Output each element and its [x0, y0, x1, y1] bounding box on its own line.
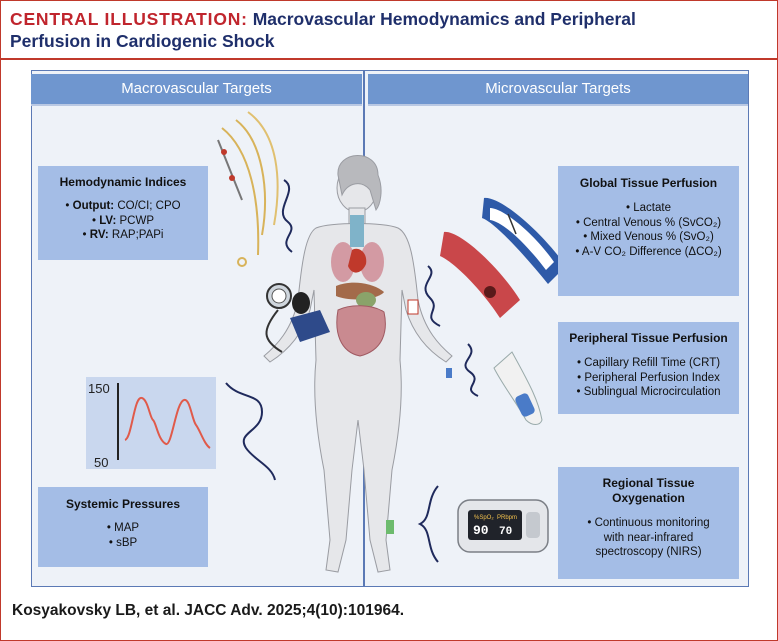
connectors — [225, 179, 479, 563]
peripheral-title: Peripheral Tissue Perfusion — [569, 331, 728, 345]
systemic-item: • sBP — [108, 536, 138, 549]
systemic-pressures-box: Systemic Pressures • MAP • sBP — [38, 487, 208, 567]
regional-item: spectroscopy (NIRS) — [595, 546, 702, 558]
connector-global — [424, 265, 441, 327]
hemodynamic-item-rv: • RV: RAP;PAPi — [82, 229, 164, 241]
hemodynamic-item-output: • Output: CO/CI; CPO — [65, 200, 181, 212]
pulse-oximeter-device: %SpO₂ PRbpm 90 70 — [457, 499, 549, 553]
pressure-waveform-line — [124, 396, 211, 449]
header-title-line1: Macrovascular Hemodynamics and Periphera… — [252, 9, 636, 29]
peripheral-tissue-perfusion-box: Peripheral Tissue Perfusion • Capillary … — [558, 322, 739, 414]
connector-regional — [417, 485, 439, 563]
human-body-figure — [263, 155, 453, 573]
systemic-title: Systemic Pressures — [65, 497, 181, 511]
hemodynamic-title: Hemodynamic Indices — [59, 175, 187, 189]
global-tissue-perfusion-box: Global Tissue Perfusion • Lactate • Cent… — [558, 166, 739, 296]
finger-sensor — [446, 368, 452, 378]
citation-footer: Kosyakovsky LB, et al. JACC Adv. 2025;4(… — [12, 602, 404, 619]
bp-cuff-illustration — [265, 283, 330, 353]
header-title-line2: Perfusion in Cardiogenic Shock — [10, 31, 275, 51]
organs — [331, 215, 386, 357]
pa-catheter-illustration — [217, 111, 279, 267]
forearm-sensor — [407, 299, 419, 315]
connector-peripheral — [464, 343, 479, 397]
microvascular-title: Microvascular Targets — [368, 74, 748, 106]
spo2-value: 90 — [473, 523, 489, 538]
leg-nirs-sensor — [386, 520, 394, 534]
peripheral-item: • Peripheral Perfusion Index — [577, 371, 720, 384]
global-item: • A-V CO₂ Difference (ΔCO₂) — [575, 245, 722, 258]
global-item: • Mixed Venous % (SvO₂) — [583, 231, 714, 243]
hemodynamic-indices-box: Hemodynamic Indices • Output: CO/CI; CPO… — [38, 166, 208, 260]
regional-title-line1: Regional Tissue — [602, 476, 695, 490]
global-item: • Central Venous % (SvCO₂) — [575, 216, 722, 229]
spo2-label: %SpO₂ — [474, 515, 494, 521]
pr-value: 70 — [499, 526, 512, 538]
header-lead: CENTRAL ILLUSTRATION: — [10, 9, 248, 29]
regional-title-line2: Oxygenation — [612, 491, 685, 505]
waveform-y-min: 50 — [94, 455, 109, 470]
regional-item: with near-infrared — [603, 531, 694, 544]
blood-vessel-illustration — [440, 197, 566, 318]
peripheral-item: • Sublingual Microcirculation — [576, 386, 721, 398]
finger-sensor-illustration — [493, 351, 543, 425]
waveform-y-max: 150 — [88, 381, 110, 396]
pr-label: PRbpm — [497, 515, 517, 521]
systemic-item: • MAP — [106, 522, 140, 534]
global-title: Global Tissue Perfusion — [579, 176, 718, 190]
figure-header: CENTRAL ILLUSTRATION: Macrovascular Hemo… — [10, 8, 770, 52]
regional-item: • Continuous monitoring — [587, 517, 710, 529]
connector-waveform — [225, 382, 276, 481]
header-divider — [0, 58, 778, 60]
peripheral-item: • Capillary Refill Time (CRT) — [576, 357, 721, 369]
global-item: • Lactate — [626, 202, 671, 214]
connector-hemodynamic — [281, 179, 293, 253]
regional-tissue-oxygenation-box: Regional Tissue Oxygenation • Continuous… — [558, 467, 739, 579]
hemodynamic-item-lv: • LV: PCWP — [92, 214, 154, 227]
macrovascular-title: Macrovascular Targets — [31, 74, 362, 106]
